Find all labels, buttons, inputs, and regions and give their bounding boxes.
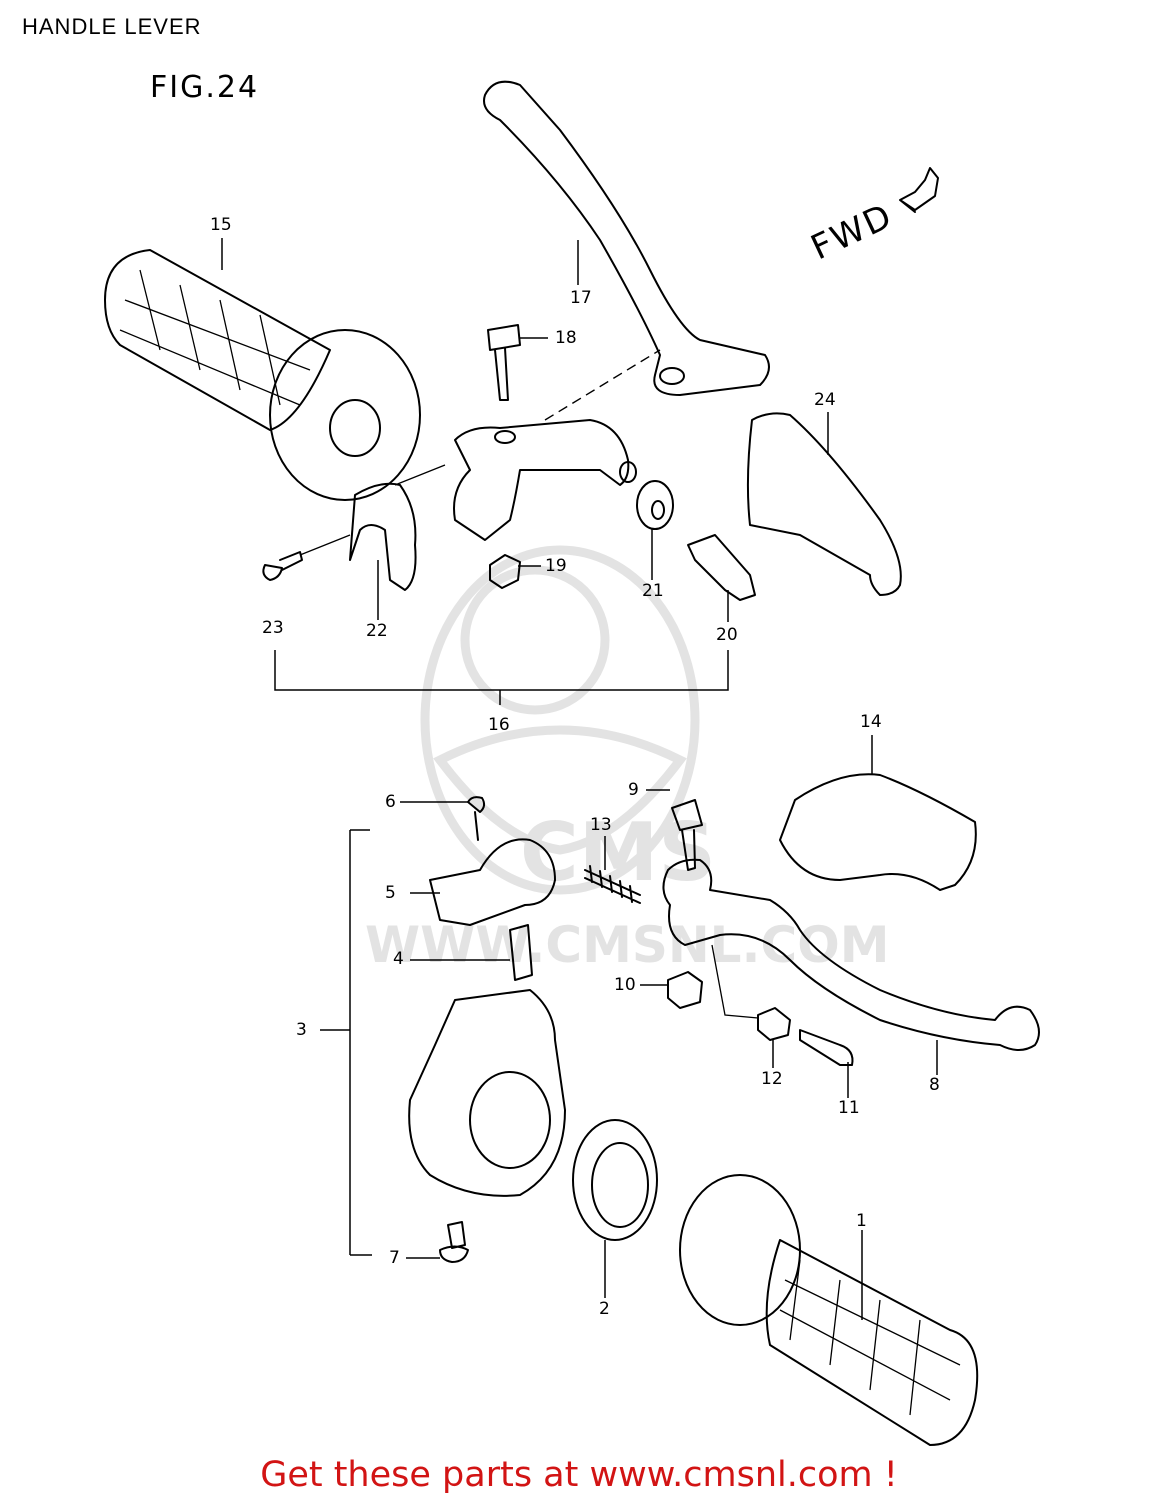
- nut-part-12: [757, 1007, 791, 1041]
- watermark-url-text: WWW.CMSNL.COM: [365, 916, 890, 974]
- lever-part-17: [483, 80, 770, 396]
- adjuster-ring-part-21: [636, 480, 674, 530]
- callout-7: 7: [389, 1248, 400, 1268]
- nut-guide-line: [711, 944, 759, 1019]
- watermark-logo-text: CMS: [520, 806, 716, 899]
- fwd-arrow-icon: [899, 167, 939, 213]
- callout-17: 17: [570, 288, 592, 308]
- callout-4: 4: [393, 949, 404, 969]
- callout-10: 10: [614, 975, 636, 995]
- callout-18: 18: [555, 328, 577, 348]
- grip-right-part-1: [679, 1174, 979, 1446]
- callout-23: 23: [262, 618, 284, 638]
- page-title: HANDLE LEVER: [22, 14, 202, 39]
- bracket-part-16: [453, 419, 637, 541]
- screw-part-6: [467, 796, 486, 841]
- watermark-logo: CMS WWW.CMSNL.COM: [365, 545, 890, 974]
- callout-2: 2: [599, 1299, 610, 1319]
- lever-cover-part-24: [746, 412, 902, 596]
- callout-12: 12: [761, 1069, 783, 1089]
- figure-label: FIG.24: [150, 70, 260, 105]
- callout-8: 8: [929, 1075, 940, 1095]
- grip-left-part-15: [104, 249, 421, 501]
- callout-11: 11: [838, 1098, 860, 1118]
- adjuster-bolt-part-20: [687, 534, 756, 601]
- switch-housing-part-3: [408, 989, 566, 1197]
- bolt-part-9: [671, 799, 703, 871]
- callout-1: 1: [856, 1211, 867, 1231]
- nut-part-19: [489, 554, 521, 589]
- callout-15: 15: [210, 215, 232, 235]
- group-bracket-16: [274, 650, 729, 705]
- spring-part-13: [584, 865, 641, 904]
- callout-22: 22: [366, 621, 388, 641]
- callout-9: 9: [628, 780, 639, 800]
- nut-part-10: [667, 971, 703, 1009]
- callout-13: 13: [590, 815, 612, 835]
- assembly-guide-line: [544, 349, 661, 421]
- screw-part-23: [262, 551, 303, 581]
- callout-20: 20: [716, 625, 738, 645]
- callout-6: 6: [385, 792, 396, 812]
- callout-24: 24: [814, 390, 836, 410]
- screw-guide-line: [299, 464, 446, 556]
- callout-5: 5: [385, 883, 396, 903]
- bolt-part-18: [487, 324, 521, 401]
- callout-14: 14: [860, 712, 882, 732]
- callout-21: 21: [642, 581, 664, 601]
- callout-leaders: [221, 238, 938, 1320]
- callout-19: 19: [545, 556, 567, 576]
- lever-cover-part-14: [779, 773, 977, 891]
- bolt-part-11: [799, 1029, 854, 1066]
- footer-link-text[interactable]: Get these parts at www.cmsnl.com !: [260, 1455, 898, 1495]
- screw-part-7: [439, 1221, 469, 1263]
- ring-part-2: [572, 1119, 658, 1241]
- lever-part-8: [662, 858, 1040, 1051]
- callout-16: 16: [488, 715, 510, 735]
- clip-part-5: [429, 838, 556, 926]
- callout-3: 3: [296, 1020, 307, 1040]
- spacer-part-4: [509, 924, 533, 981]
- clamp-part-22: [349, 482, 417, 591]
